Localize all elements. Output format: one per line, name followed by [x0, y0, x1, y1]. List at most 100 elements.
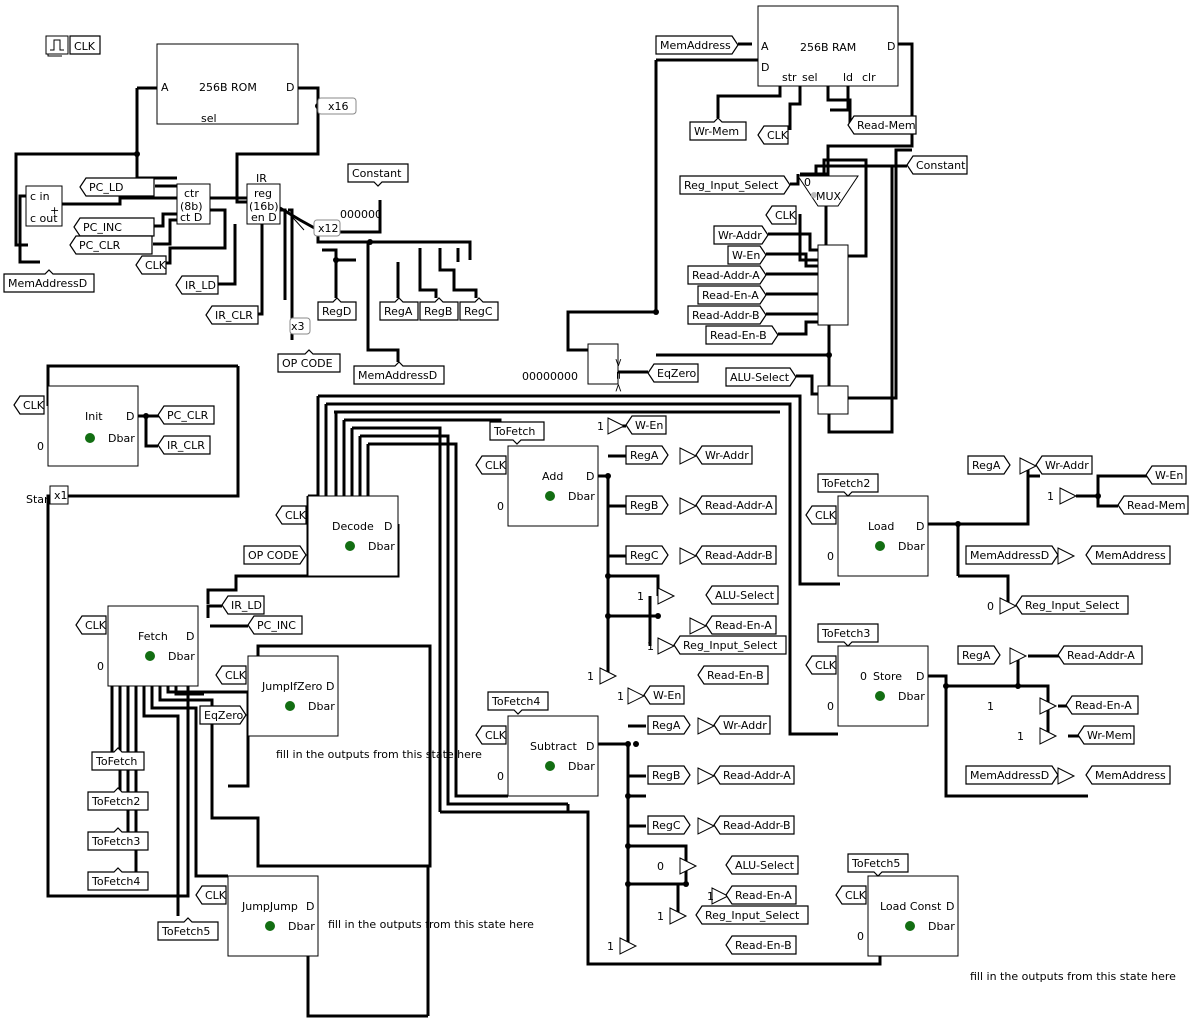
ir-bits: (16b)	[249, 200, 279, 213]
ram-port-sel: sel	[802, 71, 818, 84]
tunnel-read-en-b: Read-En-B	[725, 935, 797, 955]
program-counter: ctr (8b) ct D	[176, 183, 211, 225]
svg-text:1: 1	[607, 940, 614, 953]
state-subtract: Subtract D Dbar	[507, 715, 599, 797]
tunnel-wr-mem: Wr-Mem	[689, 117, 747, 141]
svg-text:ToFetch: ToFetch	[95, 755, 137, 768]
svg-text:Read-Mem: Read-Mem	[857, 119, 916, 132]
tunnel-to-fetch: ToFetch	[489, 421, 545, 445]
tunnel-read-en-a: Read-En-A	[1065, 695, 1139, 715]
counter-ports: ct D	[180, 211, 202, 224]
tunnel-mem-address-d: MemAddressD	[965, 545, 1059, 565]
tunnel-read-addr-a: Read-Addr-A	[687, 265, 767, 285]
svg-text:OP CODE: OP CODE	[282, 357, 333, 370]
clock-source[interactable]: CLK	[45, 35, 101, 55]
svg-text:MemAddressD: MemAddressD	[970, 549, 1049, 562]
tunnel-clk-label: CLK	[195, 885, 227, 905]
svg-text:Wr-Mem: Wr-Mem	[694, 125, 739, 138]
zero-comparator: > = < 00000000	[522, 343, 625, 393]
svg-text:0: 0	[857, 930, 864, 943]
ir-title: reg	[254, 187, 272, 200]
state-init: Init D Dbar	[47, 385, 139, 467]
svg-text:0: 0	[497, 770, 504, 783]
svg-text:EqZero: EqZero	[204, 709, 244, 722]
tunnel-reg-c: RegC	[625, 545, 669, 565]
tunnel-read-addr-a: Read-Addr-A	[1057, 645, 1143, 665]
svg-text:CLK: CLK	[23, 399, 45, 412]
svg-text:Dbar: Dbar	[168, 650, 195, 663]
tunnel-read-addr-b: Read-Addr-B	[687, 305, 767, 325]
svg-text:D: D	[126, 410, 134, 423]
svg-text:D: D	[586, 470, 594, 483]
svg-text:Wr-Addr: Wr-Addr	[723, 719, 767, 732]
tunnel-constant: Constant	[906, 155, 968, 175]
tunnel-wr-addr: Wr-Addr	[1035, 455, 1093, 475]
svg-text:0: 0	[657, 860, 664, 873]
svg-text:OP CODE: OP CODE	[248, 549, 299, 562]
svg-text:Dbar: Dbar	[568, 490, 595, 503]
svg-text:Read-En-B: Read-En-B	[707, 669, 764, 682]
tunnel-clk-label: CLK	[475, 725, 507, 745]
svg-text:ToFetch4: ToFetch4	[491, 695, 540, 708]
svg-text:MemAddress: MemAddress	[1095, 769, 1166, 782]
svg-text:Dbar: Dbar	[308, 700, 335, 713]
svg-text:Read-Addr-B: Read-Addr-B	[723, 819, 791, 832]
svg-text:IR_LD: IR_LD	[185, 279, 216, 292]
ram-title: 256B RAM	[800, 41, 856, 54]
svg-text:Fetch: Fetch	[138, 630, 168, 643]
tunnel-ir-ld: IR_LD	[175, 275, 219, 295]
tunnel-wr-addr: Wr-Addr	[695, 445, 753, 465]
state-fetch: Fetch D Dbar	[107, 605, 199, 687]
svg-text:JumpIfZero: JumpIfZero	[261, 680, 323, 693]
svg-text:Reg_Input_Select: Reg_Input_Select	[705, 909, 800, 922]
svg-text:IR_CLR: IR_CLR	[167, 439, 205, 452]
rom-width-tag: x16	[328, 100, 349, 113]
tunnel-reg-a: RegA	[957, 645, 1001, 665]
tunnel-read-addr-a: Read-Addr-A	[695, 495, 777, 515]
tunnel-start: Start	[26, 493, 54, 506]
svg-text:ALU-Select: ALU-Select	[730, 371, 790, 384]
tunnel-read-mem: Read-Mem	[1117, 495, 1189, 515]
tunnel-to-fetch3: ToFetch3	[87, 827, 149, 851]
svg-text:1: 1	[1017, 730, 1024, 743]
svg-text:MemAddress: MemAddress	[660, 39, 731, 52]
ram-port-do: D	[887, 40, 895, 53]
tunnel-clk-label: CLK	[275, 505, 307, 525]
tunnel-reg-a: RegA	[379, 297, 419, 321]
tunnel-ir-ld: IR_LD	[221, 595, 265, 615]
rom-port-d: D	[286, 81, 294, 94]
svg-text:Read-Addr-A: Read-Addr-A	[1067, 649, 1135, 662]
tunnel-reg-input-select: Reg_Input_Select	[679, 175, 791, 195]
register-file	[817, 244, 849, 326]
svg-text:W-En: W-En	[635, 419, 663, 432]
svg-text:0: 0	[827, 700, 834, 713]
svg-text:ToFetch4: ToFetch4	[91, 875, 140, 888]
svg-text:Load: Load	[868, 520, 894, 533]
svg-text:CLK: CLK	[205, 889, 227, 902]
svg-text:Constant: Constant	[916, 159, 966, 172]
svg-text:CLK: CLK	[815, 659, 837, 672]
tunnel-pc-ld: PC_LD	[79, 177, 155, 197]
svg-text:Reg_Input_Select: Reg_Input_Select	[683, 639, 778, 652]
svg-text:RegA: RegA	[630, 449, 659, 462]
svg-text:CLK: CLK	[485, 729, 507, 742]
clock-label: CLK	[74, 40, 96, 53]
tunnel-eq-zero: EqZero	[647, 363, 699, 383]
tunnel-clk-label: CLK	[13, 395, 45, 415]
tunnel-reg-input-select: Reg_Input_Select	[695, 905, 809, 925]
tunnel-reg-c: RegC	[459, 297, 499, 321]
counter-title: ctr	[184, 187, 199, 200]
svg-text:IR_LD: IR_LD	[231, 599, 262, 612]
tunnel-reg-b: RegB	[647, 765, 691, 785]
svg-text:Wr-Addr: Wr-Addr	[1045, 459, 1089, 472]
svg-text:ToFetch3: ToFetch3	[821, 627, 870, 640]
svg-text:ToFetch3: ToFetch3	[91, 835, 140, 848]
svg-text:D: D	[946, 900, 954, 913]
tunnel-mem-address: MemAddress	[1085, 765, 1171, 785]
svg-text:Dbar: Dbar	[288, 920, 315, 933]
adder-cin: c in	[30, 190, 50, 203]
tunnel-pc-clr: PC_CLR	[69, 235, 153, 255]
tunnel-ir-clr: IR_CLR	[157, 435, 211, 455]
svg-text:IR_CLR: IR_CLR	[215, 309, 253, 322]
